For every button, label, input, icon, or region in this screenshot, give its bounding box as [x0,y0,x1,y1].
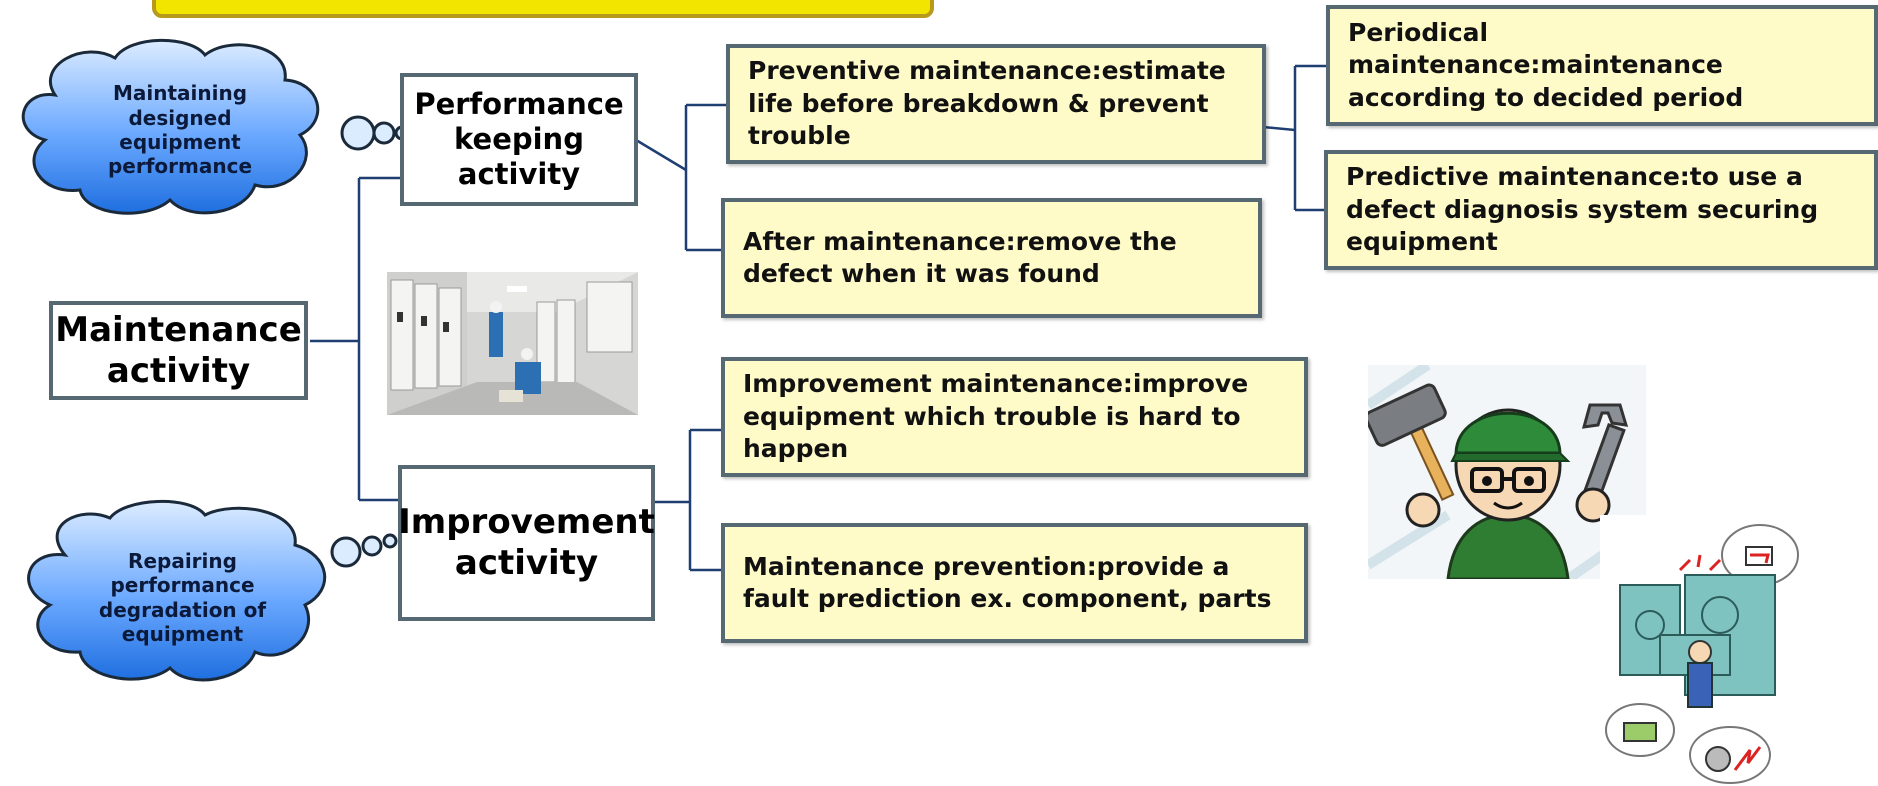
cloud-shape-bottom [27,499,327,682]
box-predictive-maintenance: Predictive maintenance:to use a defect d… [1324,150,1878,270]
node-improvement-activity: Improvement activity [398,465,655,621]
root-node-maintenance-activity: Maintenance activity [49,301,308,400]
node-performance-keeping-activity: Performance keeping activity [400,73,638,206]
cloud-bottom-text: Repairing performance degradation of equ… [98,548,267,646]
factory-machine-illustration [1600,515,1810,786]
box-after-maintenance: After maintenance:remove the defect when… [721,198,1262,318]
box-improvement-maintenance: Improvement maintenance:improve equipmen… [721,357,1308,477]
cloud-shape-top [21,38,320,215]
worker-illustration [1368,365,1646,579]
box-preventive-maintenance: Preventive maintenance:estimate life bef… [726,44,1266,164]
cloud-top-text: Maintaining designed equipment performan… [107,81,253,179]
title-banner [152,0,934,18]
box-periodical-maintenance: Periodical maintenance:maintenance accor… [1326,5,1878,126]
box-maintenance-prevention: Maintenance prevention:provide a fault p… [721,523,1308,643]
workers-photo [387,272,638,415]
